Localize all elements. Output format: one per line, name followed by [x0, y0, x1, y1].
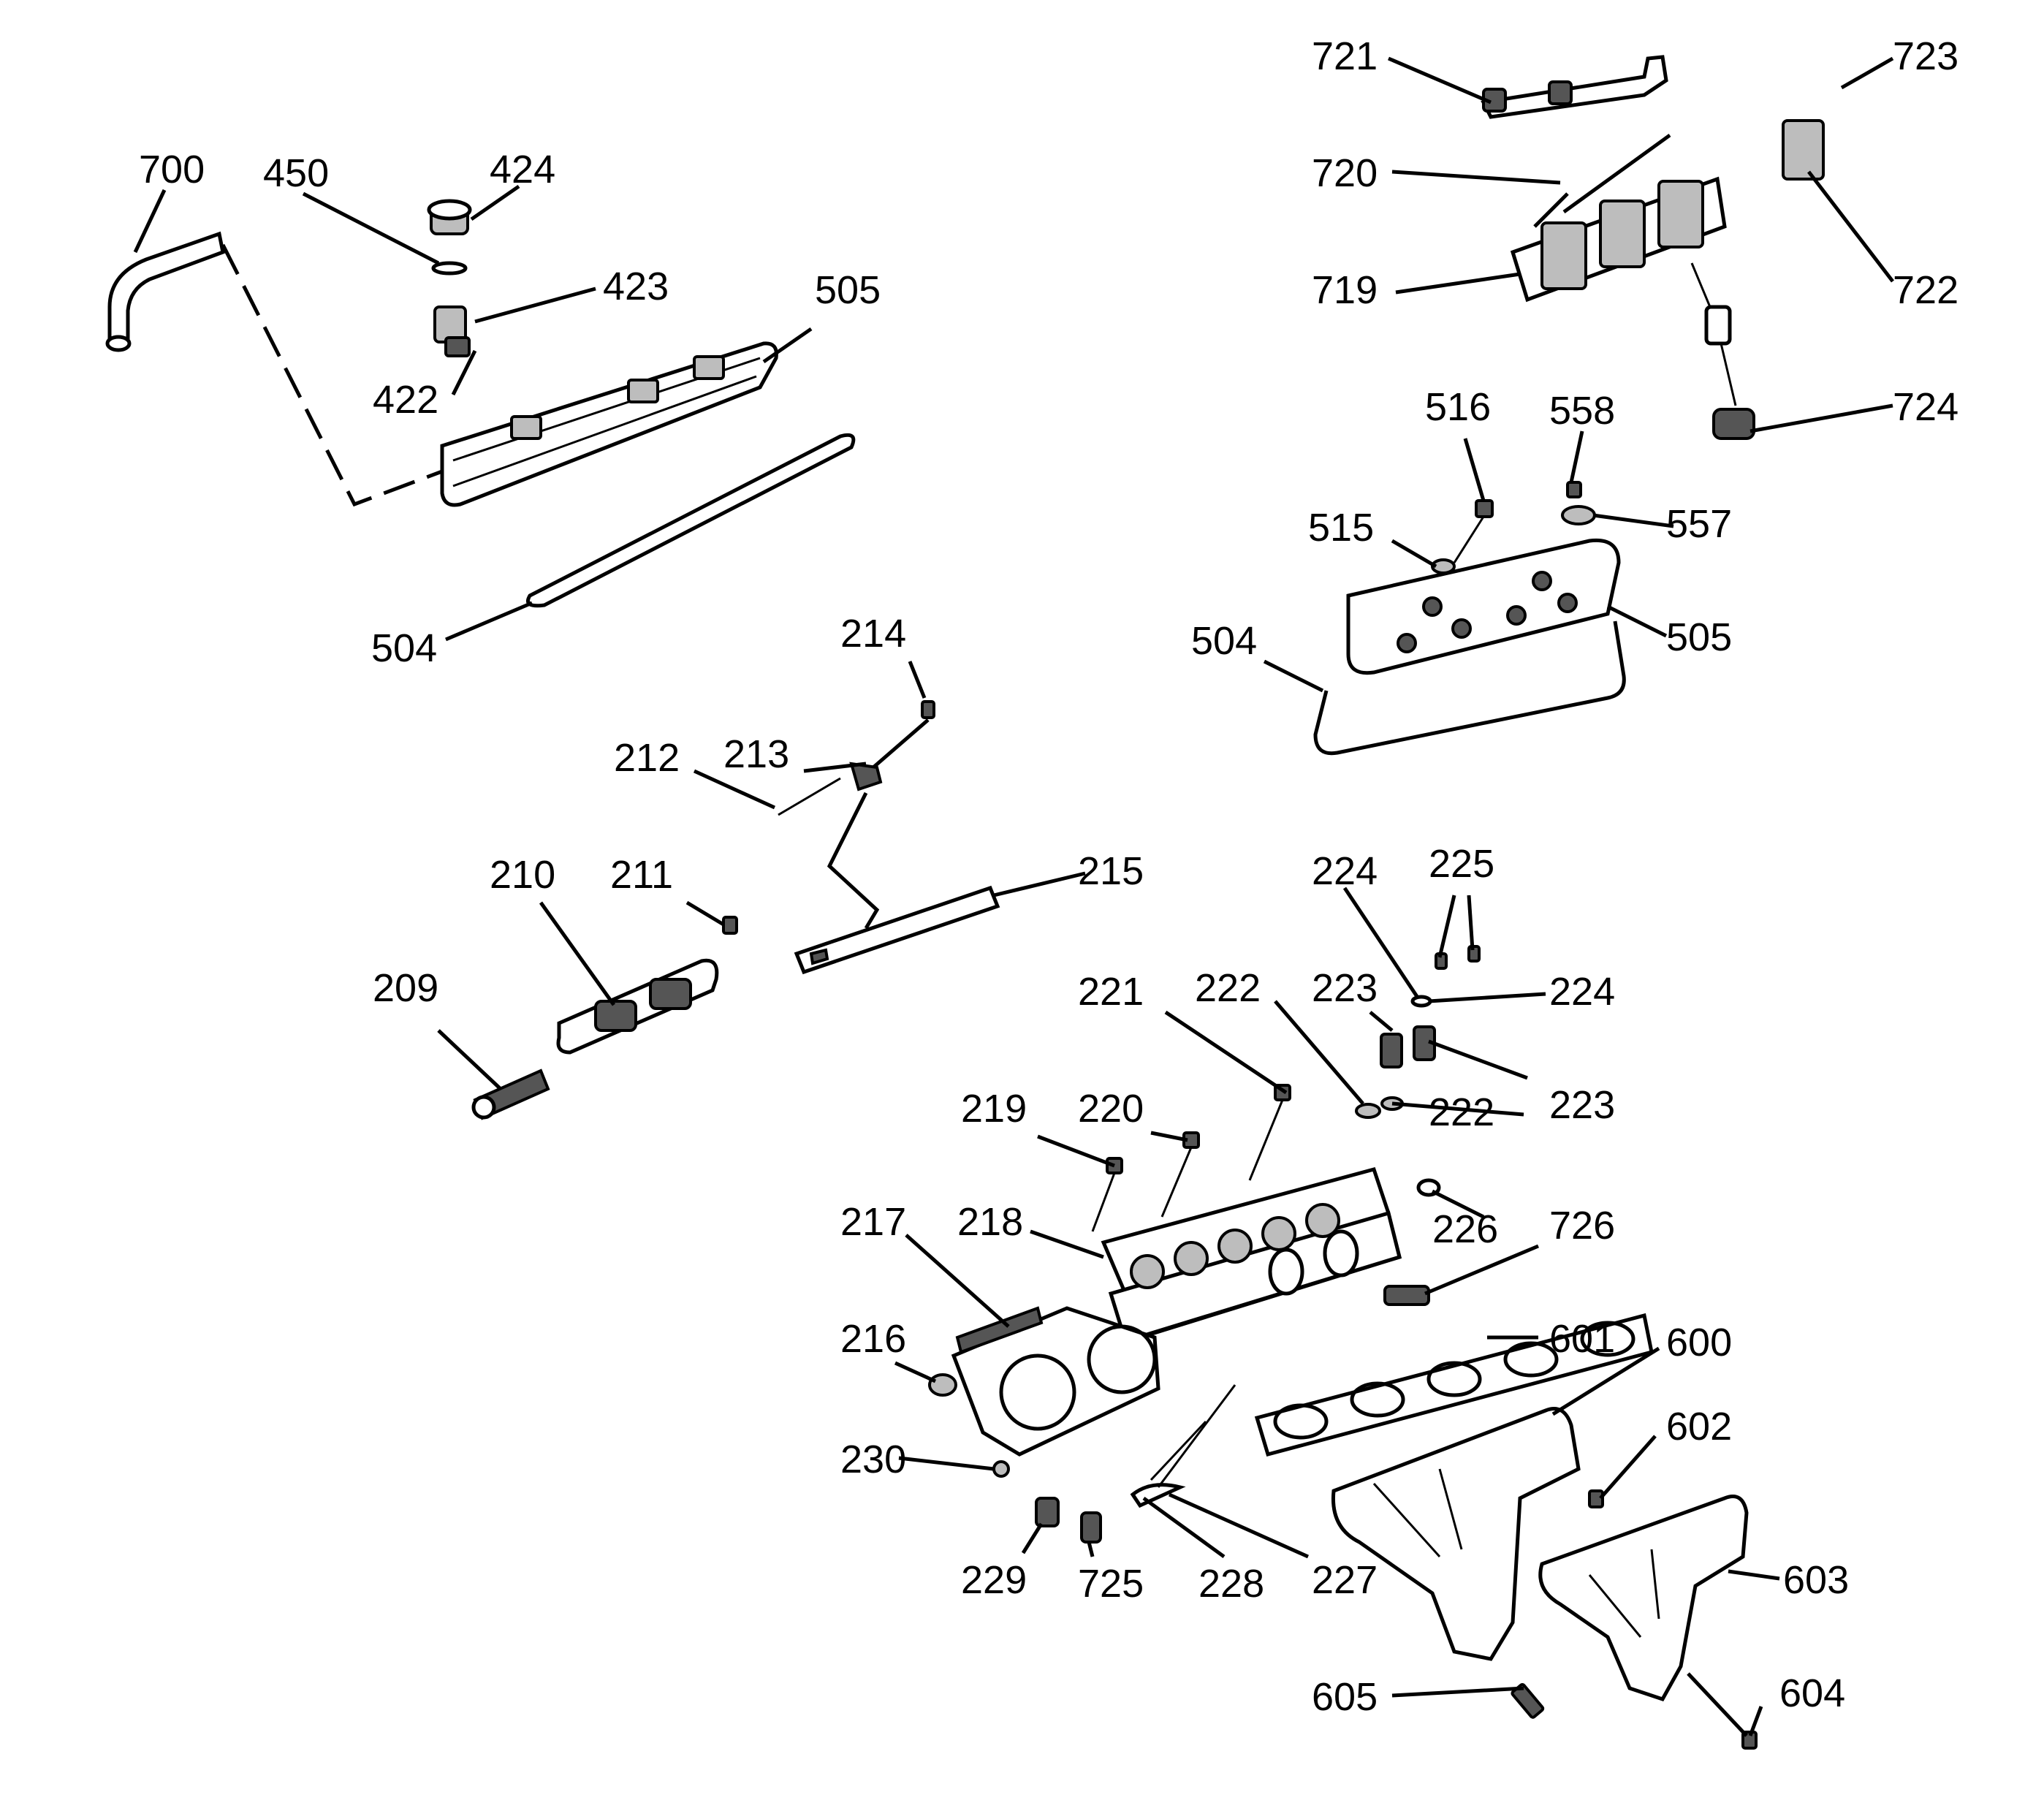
label-723: 723	[1893, 34, 1958, 78]
sensor-725	[1080, 1511, 1102, 1544]
valve-cover-gasket-504-left	[526, 433, 856, 608]
label-504-right: 504	[1191, 619, 1257, 663]
label-222-top: 222	[1195, 966, 1261, 1010]
label-603: 603	[1783, 1558, 1849, 1602]
seal-557	[1561, 505, 1596, 525]
label-719: 719	[1312, 268, 1378, 312]
label-505-left: 505	[815, 268, 881, 312]
label-217: 217	[840, 1200, 906, 1244]
label-724: 724	[1893, 385, 1958, 429]
valve-227	[1150, 1420, 1207, 1481]
label-228: 228	[1198, 1562, 1264, 1606]
label-505-right: 505	[1666, 615, 1732, 659]
label-215: 215	[1078, 849, 1144, 893]
label-220: 220	[1078, 1087, 1144, 1131]
label-557: 557	[1666, 502, 1732, 546]
sensor-726	[1383, 1285, 1430, 1306]
label-422: 422	[373, 378, 438, 422]
plug-216	[928, 1373, 957, 1397]
oil-fill-cap-424	[427, 199, 472, 235]
label-722: 722	[1893, 268, 1958, 312]
label-504-left: 504	[371, 626, 437, 670]
lifter-guide-210	[556, 958, 719, 1055]
label-209: 209	[373, 966, 438, 1010]
callout-labels: 700 450 424 423 422 505 504 721 723 720 …	[139, 34, 1958, 1719]
sleeve-229	[1035, 1497, 1060, 1527]
label-726: 726	[1549, 1204, 1615, 1248]
label-700: 700	[139, 148, 205, 191]
valve-cover-gasket-504-right	[1313, 620, 1626, 756]
exhaust-manifold-603	[1538, 1495, 1749, 1702]
spark-plug-wire-724	[1690, 262, 1755, 440]
label-223-bottom: 223	[1549, 1083, 1615, 1127]
label-605: 605	[1312, 1675, 1378, 1719]
label-218: 218	[957, 1200, 1023, 1244]
label-216: 216	[840, 1317, 906, 1361]
label-225: 225	[1429, 842, 1494, 886]
plug-558	[1566, 481, 1582, 498]
harness-721	[1481, 55, 1668, 119]
label-224-bottom: 224	[1549, 970, 1615, 1014]
label-725: 725	[1078, 1562, 1144, 1606]
label-211: 211	[610, 853, 673, 897]
label-424: 424	[490, 148, 555, 191]
label-516: 516	[1425, 385, 1491, 429]
label-219: 219	[961, 1087, 1027, 1131]
label-720: 720	[1312, 151, 1378, 195]
label-214: 214	[840, 612, 906, 656]
head-gasket-217	[951, 1306, 1160, 1457]
bolt-211	[722, 916, 738, 935]
ignition-coil-bracket-719	[1510, 176, 1727, 303]
label-450: 450	[263, 151, 329, 195]
valve-lifter-209	[471, 1068, 550, 1120]
rocker-arm-213	[849, 762, 883, 791]
label-212: 212	[614, 736, 680, 780]
label-210: 210	[490, 853, 555, 897]
retainer-224	[1410, 995, 1432, 1008]
ignition-coil-722	[1782, 119, 1825, 181]
label-721: 721	[1312, 34, 1378, 78]
label-229: 229	[961, 1558, 1027, 1602]
label-227: 227	[1312, 1558, 1378, 1602]
valve-cover-505-right	[1346, 538, 1621, 675]
label-213: 213	[723, 732, 789, 776]
label-423: 423	[603, 265, 669, 308]
bolt-604	[1741, 1731, 1758, 1750]
label-223-top: 223	[1312, 966, 1378, 1010]
bolt-214	[921, 700, 935, 719]
dowel-230	[992, 1460, 1010, 1478]
seal-450	[431, 261, 468, 276]
leader-lines	[133, 56, 1894, 1737]
seal-222	[1355, 1096, 1404, 1119]
rocker-support-215	[794, 885, 1000, 975]
valve-spring-223	[1380, 1025, 1436, 1068]
label-224-top: 224	[1312, 849, 1378, 893]
label-230: 230	[840, 1438, 906, 1481]
pushrod-212	[778, 777, 841, 816]
label-602: 602	[1666, 1405, 1732, 1449]
label-222-bottom: 222	[1429, 1090, 1494, 1134]
grommet-515	[1431, 558, 1456, 574]
label-601: 601	[1549, 1317, 1615, 1361]
label-604: 604	[1779, 1671, 1845, 1715]
valve-cover-505-left	[440, 341, 778, 507]
label-226: 226	[1432, 1207, 1498, 1251]
bolt-220	[1160, 1131, 1200, 1218]
pcv-hose-700	[105, 231, 225, 352]
label-600: 600	[1666, 1321, 1732, 1364]
cylinder-head-assembly	[1101, 1166, 1402, 1344]
label-515: 515	[1308, 506, 1374, 550]
fill-tube-423	[433, 305, 471, 357]
bolt-219	[1091, 1157, 1123, 1232]
bolt-221	[1248, 1084, 1291, 1181]
label-221: 221	[1078, 970, 1144, 1014]
exhaust-manifold-600	[1331, 1407, 1581, 1661]
label-558: 558	[1549, 389, 1615, 433]
bolt-602	[1588, 1489, 1604, 1508]
bolt-516	[1453, 499, 1494, 563]
